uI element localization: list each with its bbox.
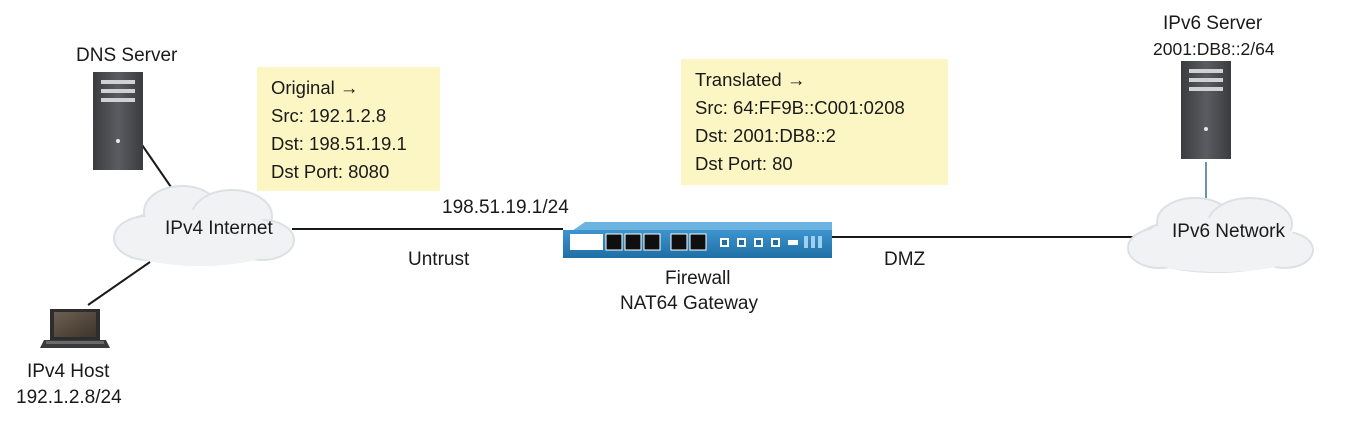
translated-dst: Dst: 2001:DB8::2 [695,125,836,146]
ipv6-network-label: IPv6 Network [1172,221,1285,242]
original-src: Src: 192.1.2.8 [271,105,387,126]
ipv4-host-address: 192.1.2.8/24 [16,387,122,408]
ipv6-cloud-icon [1127,197,1314,273]
original-title: Original → [271,77,359,98]
ipv4-internet-label: IPv4 Internet [165,218,273,239]
translated-src: Src: 64:FF9B::C001:0208 [695,97,905,118]
ipv6-server-label: IPv6 Server [1163,13,1263,34]
firewall-label: Firewall [665,268,731,289]
ipv6-server-icon [1181,61,1231,159]
original-packet-box: Original → Src: 192.1.2.8 Dst: 198.51.19… [257,67,440,191]
translated-title: Translated → [695,69,806,90]
firewall-sublabel: NAT64 Gateway [620,293,758,314]
zone-dmz-label: DMZ [884,249,926,270]
translated-dst-port: Dst Port: 80 [695,153,793,174]
zone-untrust-label: Untrust [408,249,470,270]
ipv6-server-address: 2001:DB8::2/64 [1153,39,1275,59]
original-dst-port: Dst Port: 8080 [271,161,390,182]
dns-server-label: DNS Server [76,45,178,66]
ipv4-host-label: IPv4 Host [27,361,110,382]
laptop-icon [40,309,110,348]
ipv4-cloud-icon [113,185,295,266]
translated-packet-box: Translated → Src: 64:FF9B::C001:0208 Dst… [681,59,948,185]
original-dst: Dst: 198.51.19.1 [271,133,407,154]
firewall-interface-ip: 198.51.19.1/24 [442,197,569,218]
link-host-to-internet [87,261,151,306]
firewall-appliance-icon [563,222,832,258]
dns-server-icon [93,72,143,170]
